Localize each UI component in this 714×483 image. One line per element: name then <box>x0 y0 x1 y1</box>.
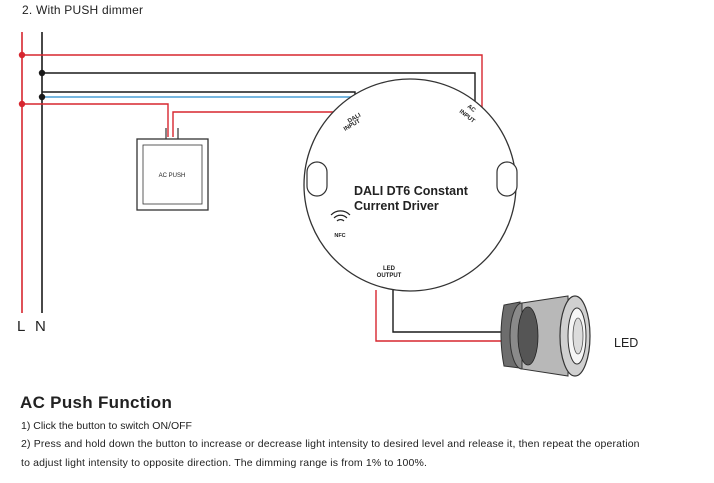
junction-dot-live-2 <box>18 100 26 108</box>
nfc-icon <box>330 210 351 222</box>
wiring-diagram: AC PUSH DALI INPUT AC INPUT DALI DT6 Con… <box>17 32 638 377</box>
step-1-text: 1) Click the button to switch ON/OFF <box>21 420 192 432</box>
section-title: AC Push Function <box>20 393 173 412</box>
ac-input-label-1: AC <box>466 104 477 114</box>
junction-dot-neutral-1 <box>38 69 46 77</box>
step-2-text-line2: to adjust light intensity to opposite di… <box>21 457 428 469</box>
ac-push-label: AC PUSH <box>159 173 186 179</box>
junction-dot-live-1 <box>18 51 26 59</box>
neutral-wire-to-dali <box>42 91 356 110</box>
nfc-label: NFC <box>334 233 345 239</box>
push-to-dali-wire <box>172 111 363 137</box>
live-wire-to-ac-input <box>22 54 483 122</box>
led-wire-black <box>392 290 507 333</box>
led-label: LED <box>614 336 638 350</box>
live-wire-to-push <box>22 103 169 137</box>
led-output-label-2: OUTPUT <box>377 273 402 279</box>
led-wire-red <box>375 290 507 342</box>
led-output-label-1: LED <box>383 266 396 272</box>
driver-tab-right <box>496 161 518 197</box>
ac-push-box <box>136 138 209 211</box>
terminal-N-label: N <box>35 318 46 335</box>
driver-title-line1: DALI DT6 Constant <box>354 184 469 198</box>
diagram-subtitle: 2. With PUSH dimmer <box>22 3 144 17</box>
driver-title-line2: Current Driver <box>354 199 439 213</box>
driver-tab-left <box>306 161 328 197</box>
step-2-text-line1: 2) Press and hold down the button to inc… <box>21 438 640 450</box>
led-lamp-icon <box>500 295 591 377</box>
junction-dot-neutral-2 <box>38 93 46 101</box>
ac-push-inner <box>142 144 203 205</box>
terminal-L-label: L <box>17 318 25 335</box>
